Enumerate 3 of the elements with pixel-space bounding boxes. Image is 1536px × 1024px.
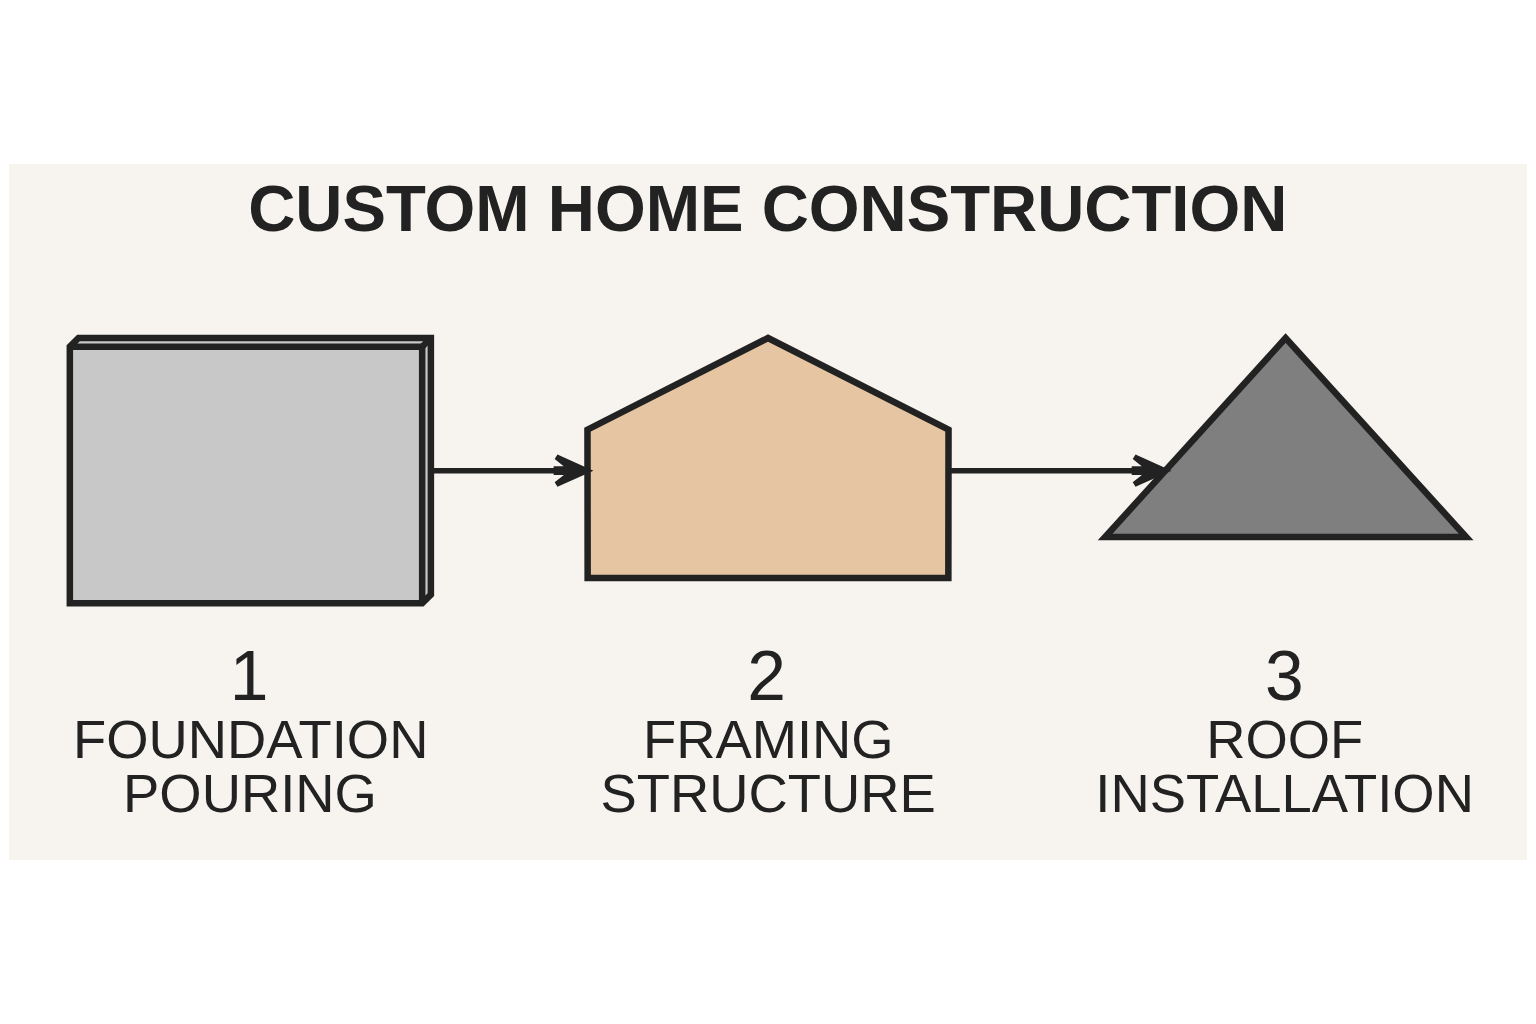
node-picture — [584, 334, 952, 582]
node-picture — [1097, 333, 1474, 541]
diagram-title: CUSTOM HOME CONSTRUCTION — [248, 172, 1288, 246]
